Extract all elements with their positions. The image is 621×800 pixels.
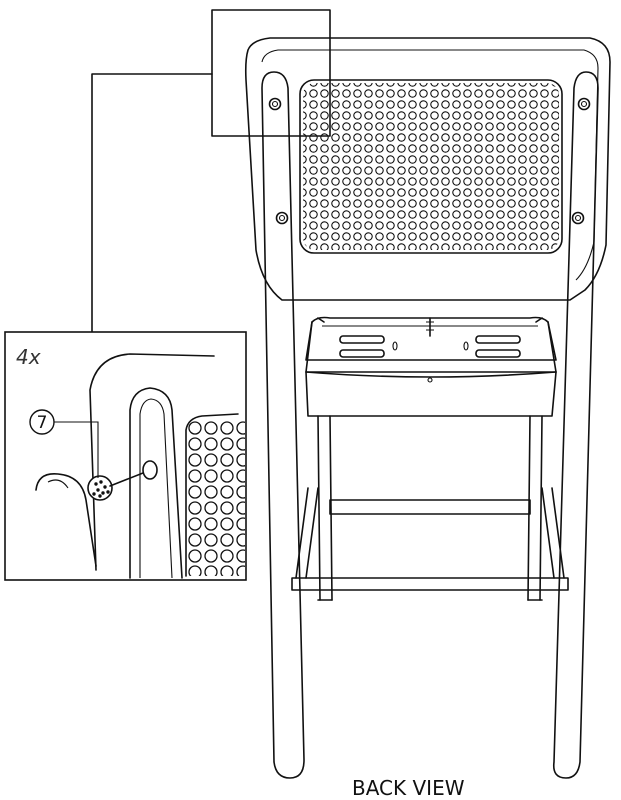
detail-perforation <box>187 420 245 576</box>
detail-frame-curve <box>89 353 215 571</box>
chair-drawing <box>244 37 611 779</box>
insert-arrow <box>109 472 144 487</box>
left-rear-leg <box>261 71 305 779</box>
zoom-connector-line <box>91 73 213 333</box>
view-label: BACK VIEW <box>352 776 465 800</box>
chair-back-frame <box>244 37 611 301</box>
plug-cap-texture <box>92 480 110 498</box>
callout-leader-line <box>54 421 99 478</box>
right-rear-leg <box>552 71 599 779</box>
detail-screw-hole <box>142 460 158 480</box>
thumb-illustration <box>35 473 97 567</box>
zoom-region-box <box>211 9 331 137</box>
part-number-label: 7 <box>37 413 48 433</box>
chair-back-inner-line <box>261 49 599 281</box>
quantity-label: 4x <box>16 345 41 369</box>
detail-inset: 4x 7 <box>4 331 247 581</box>
perforation-pattern <box>303 83 559 250</box>
front-legs <box>317 415 543 601</box>
seat-frame <box>305 316 557 417</box>
detail-post-slot <box>129 387 183 579</box>
post-screw-holes <box>268 97 591 225</box>
leg-stretchers <box>291 487 569 591</box>
